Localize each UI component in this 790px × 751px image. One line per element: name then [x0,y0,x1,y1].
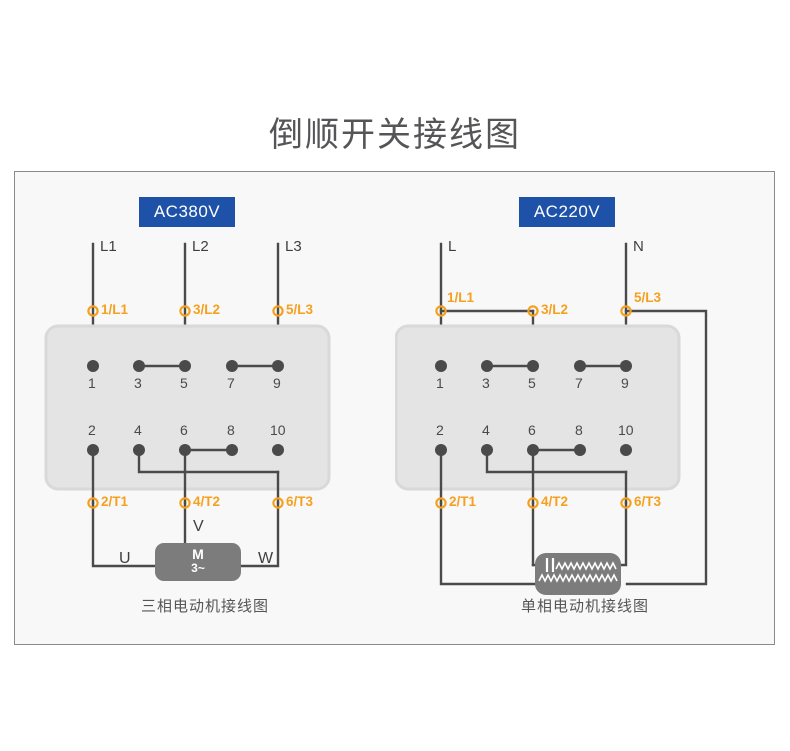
link-4-10 [485,448,628,474]
contact-label-8: 8 [227,422,235,438]
wire-5l3-right-down [624,309,708,586]
supply-label-n: N [633,238,644,255]
motor-lead-label-v: V [193,518,204,535]
input-terminal-label-3l2: 3/L2 [193,302,221,317]
output-terminal-rings [87,497,284,509]
switch-contacts-top [435,360,632,372]
panel-single-phase: AC220V [395,172,775,644]
single-phase-schematic [395,242,708,595]
output-terminal-label-6t3: 6/T3 [286,494,314,509]
output-terminal-label-4t2: 4/T2 [193,494,221,509]
contact-label-3: 3 [134,375,142,391]
input-terminal-label-5l3: 5/L3 [286,302,314,317]
caption-three-phase: 三相电动机接线图 [140,598,269,615]
input-terminal-rings [435,305,632,317]
contact-label-8: 8 [575,422,583,438]
caption-single-phase: 单相电动机接线图 [520,598,649,615]
output-terminal-label-2t1: 2/T1 [449,494,477,509]
winding-coils-icon [538,561,618,583]
motor-symbol-line1: M [192,546,204,562]
contact-label-9: 9 [273,375,281,391]
input-terminal-label-3l2: 3/L2 [541,302,569,317]
input-terminal-label-5l3: 5/L3 [634,290,662,305]
wire-2t1-to-motor [439,501,537,586]
supply-label-l1: L1 [100,238,117,255]
input-terminal-rings [87,305,284,317]
motor-body-three-phase [155,543,241,581]
contact-label-3: 3 [482,375,490,391]
contact-label-10: 10 [270,422,286,438]
contact-label-7: 7 [227,375,235,391]
contact-label-1: 1 [436,375,444,391]
contact-label-2: 2 [88,422,96,438]
motor-lead-label-w: W [258,550,274,567]
three-phase-schematic [44,242,331,581]
output-terminal-label-4t2: 4/T2 [541,494,569,509]
motor-symbol-line2: 3~ [191,561,205,575]
motor-lead-label-u: U [119,550,131,567]
switch-contacts-bottom [435,444,632,456]
contact-label-10: 10 [618,422,634,438]
switch-contacts-bottom [87,444,284,456]
voltage-badge-ac220v: AC220V [519,197,615,227]
contact-label-4: 4 [482,422,490,438]
panel-three-phase: AC380V [15,172,395,644]
output-terminal-label-2t1: 2/T1 [101,494,129,509]
diagram-frame: AC380V [14,171,775,645]
capacitor-icon [545,558,555,572]
contact-label-4: 4 [134,422,142,438]
contact-label-5: 5 [180,375,188,391]
output-terminal-rings [435,497,632,509]
contact-label-2: 2 [436,422,444,438]
contact-label-7: 7 [575,375,583,391]
contact-label-9: 9 [621,375,629,391]
input-terminal-label-1l1: 1/L1 [447,290,475,305]
input-terminal-label-1l1: 1/L1 [101,302,129,317]
wire-2t1-to-U [91,501,157,568]
contact-label-6: 6 [180,422,188,438]
contact-label-5: 5 [528,375,536,391]
supply-label-l3: L3 [285,238,302,255]
voltage-badge-ac380v: AC380V [139,197,235,227]
contact-label-1: 1 [88,375,96,391]
wire-6t3-to-W [239,501,280,568]
switch-body-single-phase [395,324,681,491]
contact-label-6: 6 [528,422,536,438]
switch-contacts-top [87,360,284,372]
supply-label-l2: L2 [192,238,209,255]
link-4-10 [137,448,280,474]
supply-label-l: L [448,238,457,255]
page-title: 倒顺开关接线图 [269,116,521,154]
switch-body-three-phase [44,324,331,491]
output-terminal-label-6t3: 6/T3 [634,494,662,509]
